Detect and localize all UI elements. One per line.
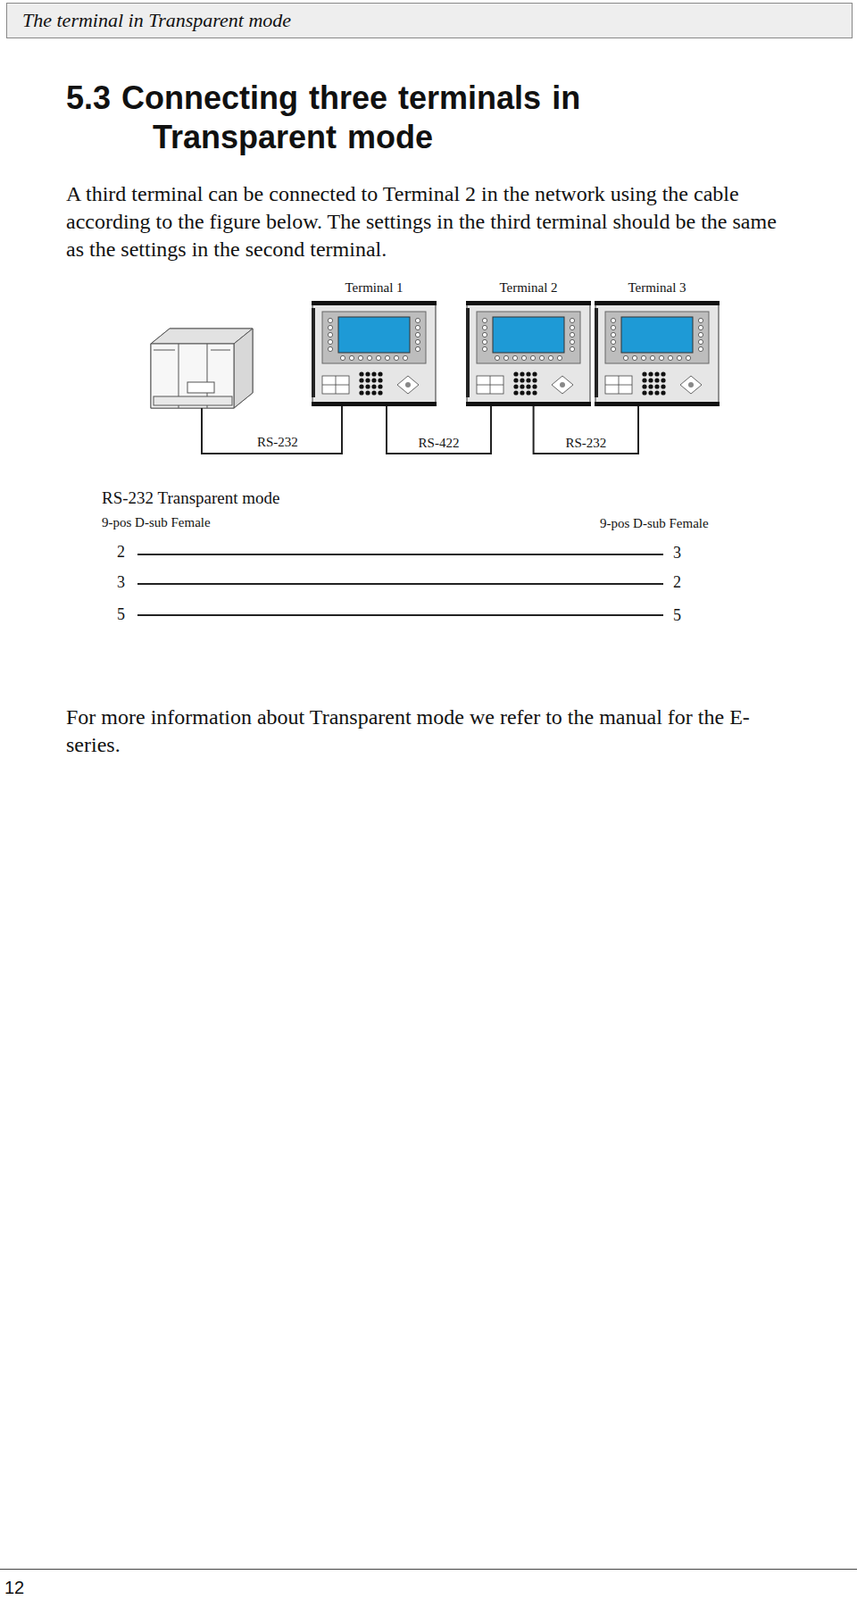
pin-number: 2 (116, 542, 125, 562)
terminal-node: Terminal 1 (311, 280, 437, 407)
terminal-body (465, 300, 591, 407)
terminal-illustration (311, 300, 437, 407)
terminal-label: Terminal 2 (465, 280, 591, 301)
terminal-label: Terminal 3 (594, 280, 720, 301)
cable-connector (533, 406, 639, 454)
signal-label: RS-422 (416, 435, 463, 451)
pin-number: 5 (673, 606, 682, 625)
cable-wires (137, 554, 664, 616)
connector-name: 9-pos D-sub Female (599, 515, 709, 532)
page-number: 12 (4, 1577, 25, 1598)
terminal-label: Terminal 1 (311, 280, 437, 301)
signal-label: RS-232 (254, 434, 301, 450)
pin-number: 5 (116, 605, 125, 625)
body-text: For more information about Transparent m… (66, 703, 799, 759)
terminal-illustration (465, 300, 591, 407)
running-header: The terminal in Transparent mode (22, 8, 292, 33)
pin-number: 3 (673, 543, 682, 563)
cable-title: RS-232 Transparent mode (101, 488, 281, 508)
section-title: 5.3 Connecting three terminals in Transp… (66, 78, 724, 158)
terminal-body (594, 300, 720, 407)
terminal-node: Terminal 2 (465, 280, 591, 407)
pin-number: 2 (673, 573, 682, 592)
terminal-illustration (594, 300, 720, 407)
connector-name: 9-pos D-sub Female (101, 515, 211, 531)
terminal-body (311, 300, 437, 407)
plc-wire (201, 403, 342, 454)
footer-rule (0, 1568, 857, 1570)
signal-label: RS-232 (562, 435, 609, 451)
body-text: A third terminal can be connected to Ter… (66, 180, 799, 264)
plc-unit (150, 328, 253, 408)
terminal-node: Terminal 3 (594, 280, 720, 407)
cable-connector (386, 406, 491, 454)
pin-number: 3 (116, 573, 125, 592)
